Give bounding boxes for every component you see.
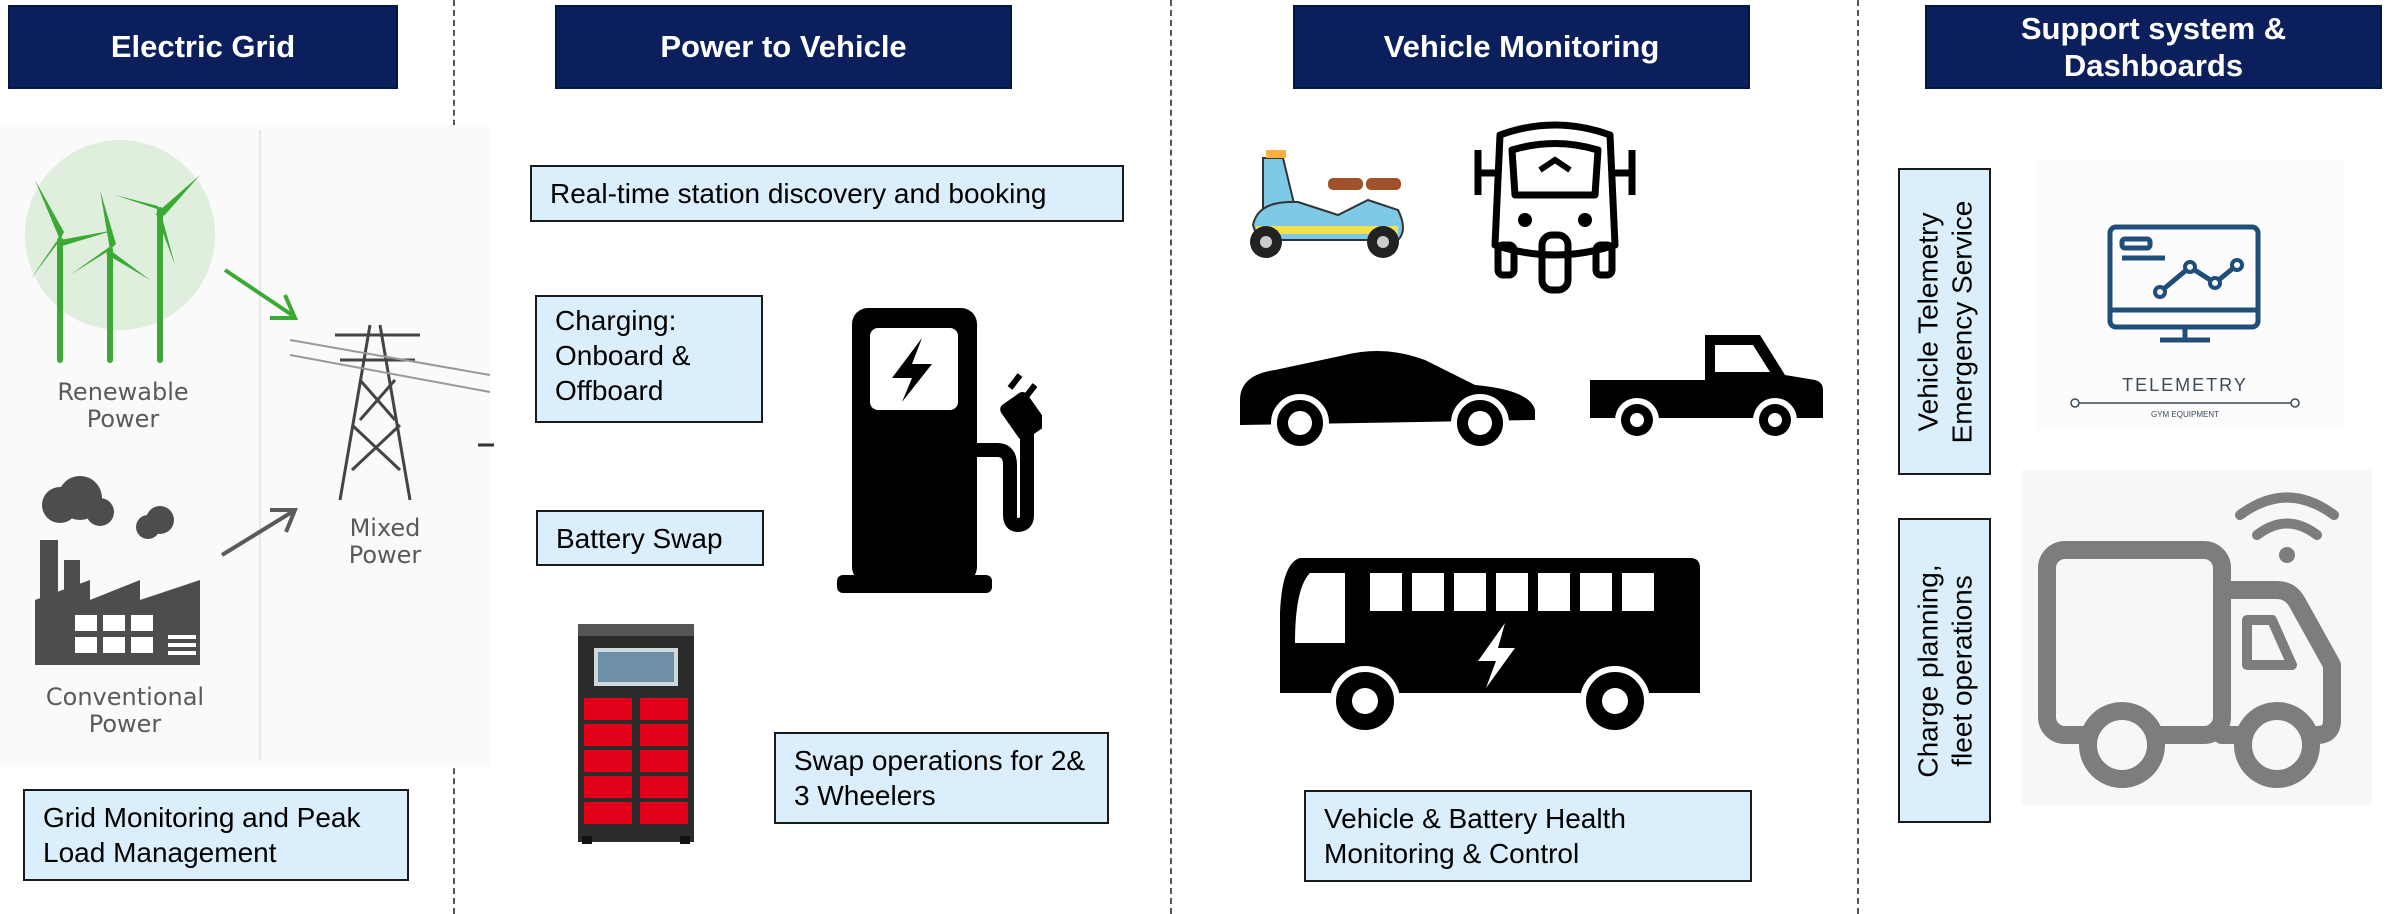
telemetry-box-line-2: Emergency Service bbox=[1945, 200, 1977, 443]
telemetry-logo-subtext: GYM EQUIPMENT bbox=[2151, 410, 2219, 419]
connected-truck-icon bbox=[2022, 470, 2372, 805]
mixed-label-2: Power bbox=[349, 541, 422, 569]
electric-bus-icon bbox=[1280, 558, 1700, 736]
column-divider-2 bbox=[1170, 0, 1172, 914]
green-arrow-icon bbox=[223, 268, 299, 320]
battery-swap-box: Battery Swap bbox=[536, 510, 764, 566]
telemetry-box-line-1: Vehicle Telemetry bbox=[1911, 212, 1943, 431]
charging-station-icon bbox=[837, 308, 1042, 593]
conventional-label-1: Conventional bbox=[46, 683, 204, 711]
swap-operations-box: Swap operations for 2& 3 Wheelers bbox=[774, 732, 1109, 824]
gray-arrow-icon bbox=[220, 508, 298, 557]
wind-turbine-icon bbox=[25, 140, 215, 363]
header-support-system: Support system & Dashboards bbox=[1925, 5, 2382, 89]
telemetry-monitor-icon: TELEMETRY GYM EQUIPMENT bbox=[2035, 160, 2345, 430]
discovery-box: Real-time station discovery and booking bbox=[530, 165, 1124, 222]
battery-swap-cabinet-icon bbox=[578, 624, 694, 844]
grid-monitoring-note: Grid Monitoring and Peak Load Management bbox=[23, 789, 409, 881]
charge-box-line-1: Charge planning, bbox=[1911, 563, 1943, 778]
telemetry-logo-text: TELEMETRY bbox=[2122, 375, 2248, 395]
conventional-label-2: Power bbox=[89, 710, 162, 738]
charge-planning-box: Charge planning,fleet operations bbox=[1898, 518, 1991, 823]
power-pylon-icon bbox=[289, 324, 491, 501]
renewable-label-2: Power bbox=[87, 405, 160, 433]
grid-illustration: Renewable Power Mixed Power Conventional bbox=[0, 125, 494, 765]
vehicle-health-note: Vehicle & Battery Health Monitoring & Co… bbox=[1304, 790, 1752, 882]
car-icon bbox=[1240, 351, 1535, 450]
column-divider-3 bbox=[1857, 0, 1859, 914]
charging-box: Charging: Onboard & Offboard bbox=[535, 295, 763, 423]
charge-box-line-2: fleet operations bbox=[1945, 574, 1977, 767]
header-vehicle-monitoring: Vehicle Monitoring bbox=[1293, 5, 1750, 89]
header-power-to-vehicle: Power to Vehicle bbox=[555, 5, 1012, 89]
factory-icon bbox=[35, 476, 200, 665]
header-electric-grid: Electric Grid bbox=[8, 5, 398, 89]
mixed-label-1: Mixed bbox=[350, 514, 421, 542]
pickup-truck-icon bbox=[1590, 335, 1823, 442]
scooter-icon bbox=[1250, 150, 1404, 258]
auto-rickshaw-icon bbox=[1474, 121, 1636, 294]
renewable-label-1: Renewable bbox=[57, 378, 188, 406]
